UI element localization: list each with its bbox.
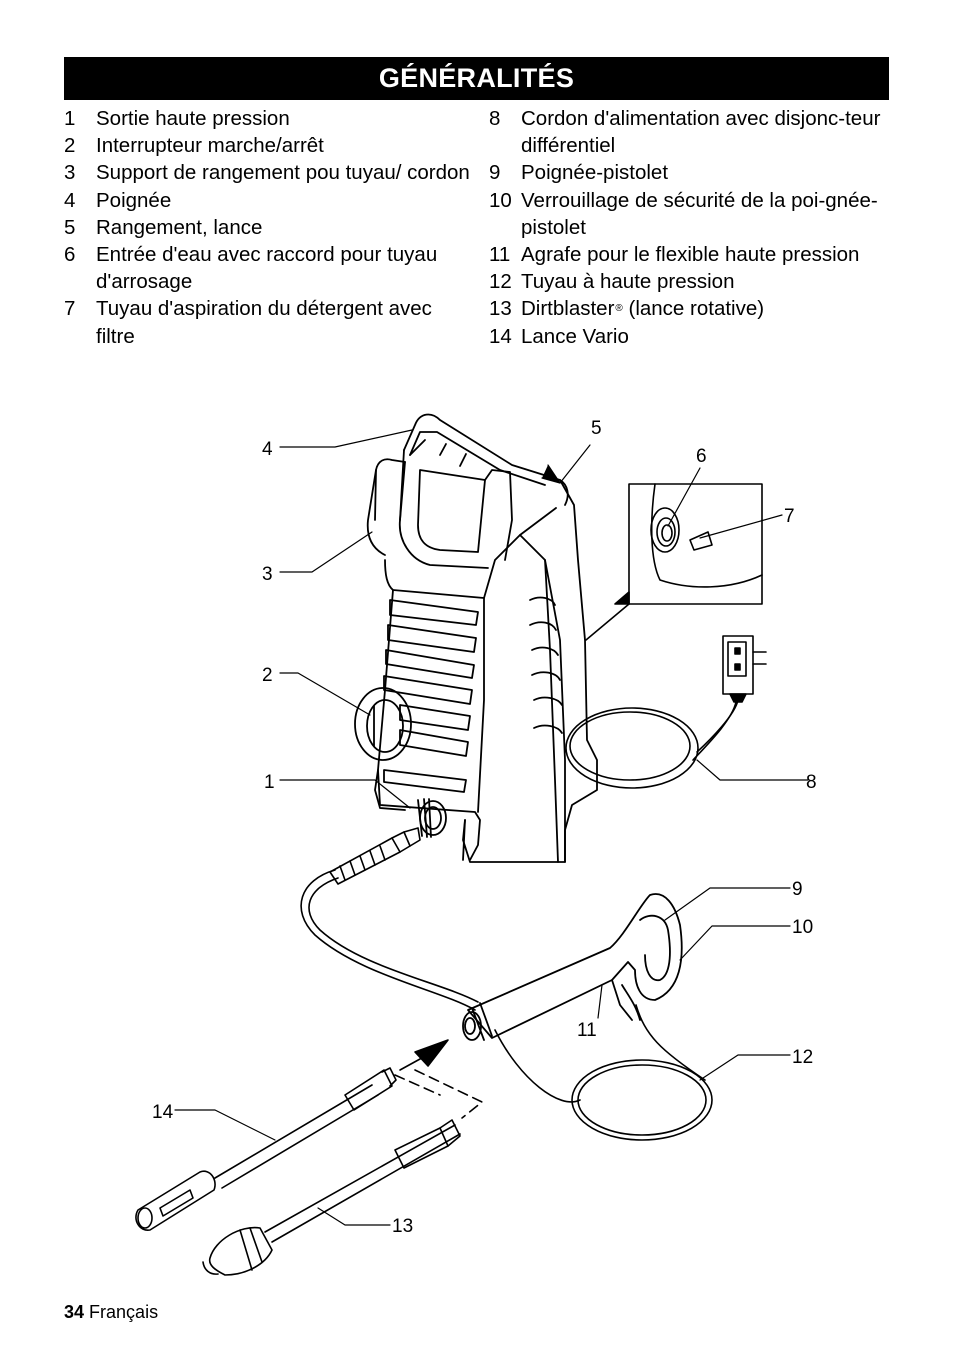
- spray-gun: [462, 893, 683, 1041]
- legend-item: 6 Entrée d'eau avec raccord pour tuyau d…: [64, 241, 474, 295]
- callout-8: 8: [806, 772, 817, 793]
- legend-number: 11: [489, 243, 511, 267]
- legend-text: Tuyau d'aspiration du détergent avec fil…: [96, 297, 432, 348]
- legend-text: Verrouillage de sécurité de la poi-gnée-…: [521, 188, 878, 239]
- callout-13: 13: [392, 1216, 413, 1237]
- legend-number: 7: [64, 297, 76, 321]
- legend-item: 1 Sortie haute pression: [64, 105, 474, 132]
- high-pressure-outlet: [417, 798, 447, 838]
- legend-number: 6: [64, 243, 76, 267]
- callout-12: 12: [792, 1047, 813, 1068]
- legend-number: 13: [489, 297, 512, 321]
- vent-slots: [383, 599, 479, 793]
- legend-text: Support de rangement pou tuyau/ cordon: [96, 161, 470, 185]
- callout-7: 7: [784, 506, 795, 527]
- legend-text: Poignée-pistolet: [521, 161, 669, 185]
- callout-1: 1: [264, 772, 275, 793]
- legend-text: Rangement, lance: [96, 215, 263, 239]
- legend-item: 2 Interrupteur marche/arrêt: [64, 132, 474, 159]
- legend-text: Poignée: [96, 188, 172, 212]
- callout-10: 10: [792, 917, 813, 938]
- washer-body: [354, 413, 598, 863]
- legend-text: Sortie haute pression: [96, 107, 290, 130]
- callout-4: 4: [262, 439, 273, 460]
- legend-number: 2: [64, 134, 76, 158]
- legend-number: 3: [64, 161, 76, 185]
- legend-number: 8: [489, 107, 501, 130]
- page-number: 34: [64, 1302, 85, 1322]
- legend-number: 12: [489, 270, 512, 294]
- callout-3: 3: [262, 564, 273, 585]
- detail-inset: [585, 483, 763, 641]
- legend-text-main: Dirtblaster: [521, 297, 615, 321]
- legend-text-suffix: (lance rotative): [622, 297, 765, 321]
- legend-item: 14 Lance Vario: [489, 323, 894, 350]
- callout-6: 6: [696, 446, 707, 467]
- section-title-banner: GÉNÉRALITÉS: [64, 57, 889, 100]
- legend-item: 11 Agrafe pour le flexible haute pressio…: [489, 241, 894, 268]
- legend-text: Lance Vario: [521, 324, 629, 348]
- callout-5: 5: [591, 418, 602, 439]
- legend-item: 10 Verrouillage de sécurité de la poi-gn…: [489, 187, 894, 241]
- power-cord: [565, 699, 739, 789]
- legend-item: 9 Poignée-pistolet: [489, 159, 894, 186]
- legend-number: 10: [489, 188, 512, 212]
- legend-number: 4: [64, 188, 76, 212]
- legend-text: Cordon d'alimentation avec disjonc-teur …: [521, 107, 881, 158]
- dirtblaster-lance: [202, 1119, 461, 1276]
- section-title: GÉNÉRALITÉS: [378, 63, 575, 93]
- legend-left-column: 1 Sortie haute pression 2 Interrupteur m…: [64, 105, 474, 350]
- on-off-switch: [354, 687, 412, 761]
- legend-text: Dirtblaster® (lance rotative): [521, 295, 894, 322]
- legend-item: 13 Dirtblaster® (lance rotative): [489, 295, 894, 322]
- legend-text: Agrafe pour le flexible haute pression: [521, 243, 860, 267]
- callout-9: 9: [792, 879, 803, 900]
- legend-right-column: 8 Cordon d'alimentation avec disjonc-teu…: [489, 105, 894, 350]
- callout-11: 11: [577, 1020, 597, 1041]
- legend-number: 5: [64, 215, 76, 239]
- legend-number: 14: [489, 324, 512, 348]
- page-footer: 34 Français: [64, 1302, 158, 1323]
- legend-item: 5 Rangement, lance: [64, 214, 474, 241]
- high-pressure-hose: [300, 827, 713, 1141]
- callout-14: 14: [152, 1102, 174, 1123]
- legend-item: 4 Poignée: [64, 187, 474, 214]
- power-plug: [722, 635, 767, 703]
- legend-text: Tuyau à haute pression: [521, 270, 735, 294]
- legend-number: 9: [489, 161, 501, 185]
- legend-number: 1: [64, 107, 76, 130]
- legend-item: 8 Cordon d'alimentation avec disjonc-teu…: [489, 105, 894, 159]
- callout-2: 2: [262, 665, 273, 686]
- footer-language: Français: [89, 1302, 159, 1322]
- legend-text: Interrupteur marche/arrêt: [96, 134, 324, 158]
- legend-item: 3 Support de rangement pou tuyau/ cordon: [64, 159, 474, 186]
- vario-lance: [135, 1067, 397, 1231]
- legend-text: Entrée d'eau avec raccord pour tuyau d'a…: [96, 243, 438, 294]
- legend-item: 7 Tuyau d'aspiration du détergent avec f…: [64, 295, 474, 349]
- registered-mark: ®: [615, 303, 623, 315]
- legend-item: 12 Tuyau à haute pression: [489, 268, 894, 295]
